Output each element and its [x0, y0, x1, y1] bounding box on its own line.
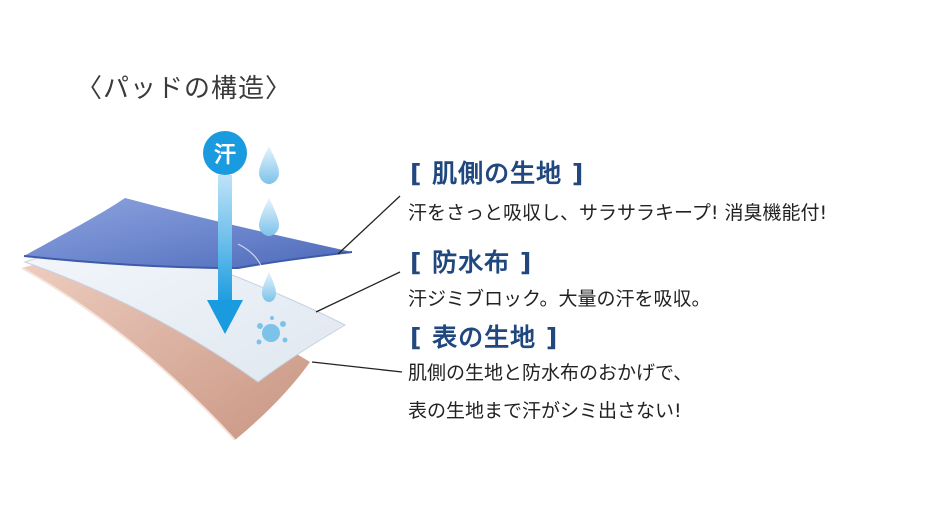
waterproof-layer-heading: [ 防水布 ] — [410, 248, 533, 277]
outer-layer-heading: [ 表の生地 ] — [410, 323, 559, 352]
skin-side-layer-heading: [ 肌側の生地 ] — [410, 159, 585, 188]
outer-fabric-layer — [21, 244, 310, 441]
down-arrow-icon — [207, 175, 243, 334]
outer-layer-description-line-2: 表の生地まで汗がシミ出さない! — [408, 400, 682, 422]
diagram-title: 〈パッドの構造〉 — [76, 74, 293, 104]
outer-layer-description-line-1: 肌側の生地と防水布のおかげで、 — [408, 362, 693, 384]
leader-lines — [311, 195, 403, 373]
waterproof-layer-description: 汗ジミブロック。大量の汗を吸収。 — [408, 288, 711, 310]
sweat-splash-icon — [256, 316, 288, 345]
skin-side-fabric-layer — [23, 198, 353, 270]
sweat-drop-icon — [259, 146, 279, 302]
sweat-badge: 汗 — [203, 131, 247, 175]
sweat-label: 汗 — [213, 143, 236, 168]
skin-side-layer-description: 汗をさっと吸収し、サラサラキープ! 消臭機能付! — [408, 202, 828, 224]
